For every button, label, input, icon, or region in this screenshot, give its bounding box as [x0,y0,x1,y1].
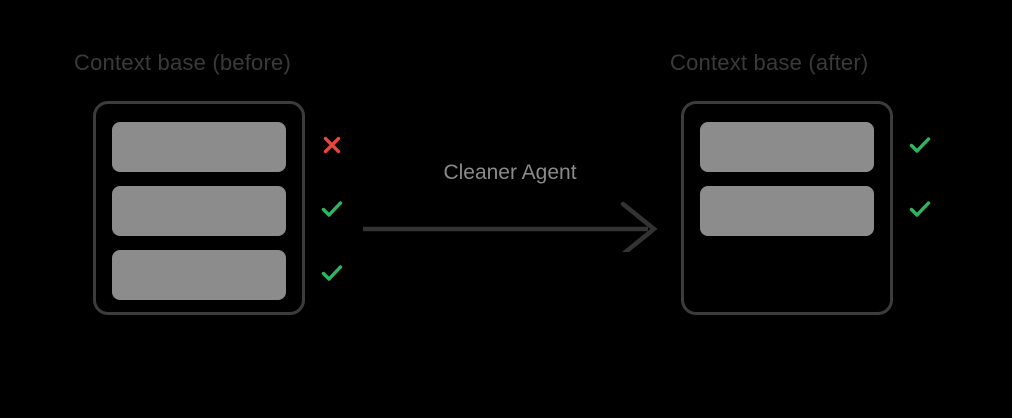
context-row-item [700,186,874,236]
check-icon [320,262,344,284]
context-rows-before [96,104,302,312]
context-box-before [93,101,305,315]
status-badge [317,194,347,224]
context-rows-after [684,104,890,312]
panel-title-before: Context base (before) [74,50,291,75]
status-badge [905,194,935,224]
status-badge [317,258,347,288]
context-row-item [112,122,286,172]
arrow-right-icon [360,182,660,257]
transition-arrow-group: Cleaner Agent [360,160,660,257]
transition-label: Cleaner Agent [443,161,577,184]
status-badge [905,130,935,160]
check-icon [320,198,344,220]
check-icon [908,134,932,156]
context-row-item [112,186,286,236]
status-badge [317,130,347,160]
check-icon [908,198,932,220]
context-row-item [112,250,286,300]
context-row-item [700,122,874,172]
status-marks-after [905,101,937,315]
cross-icon [321,134,343,156]
panel-title-after: Context base (after) [670,50,869,75]
status-marks-before [317,101,349,315]
context-box-after [681,101,893,315]
